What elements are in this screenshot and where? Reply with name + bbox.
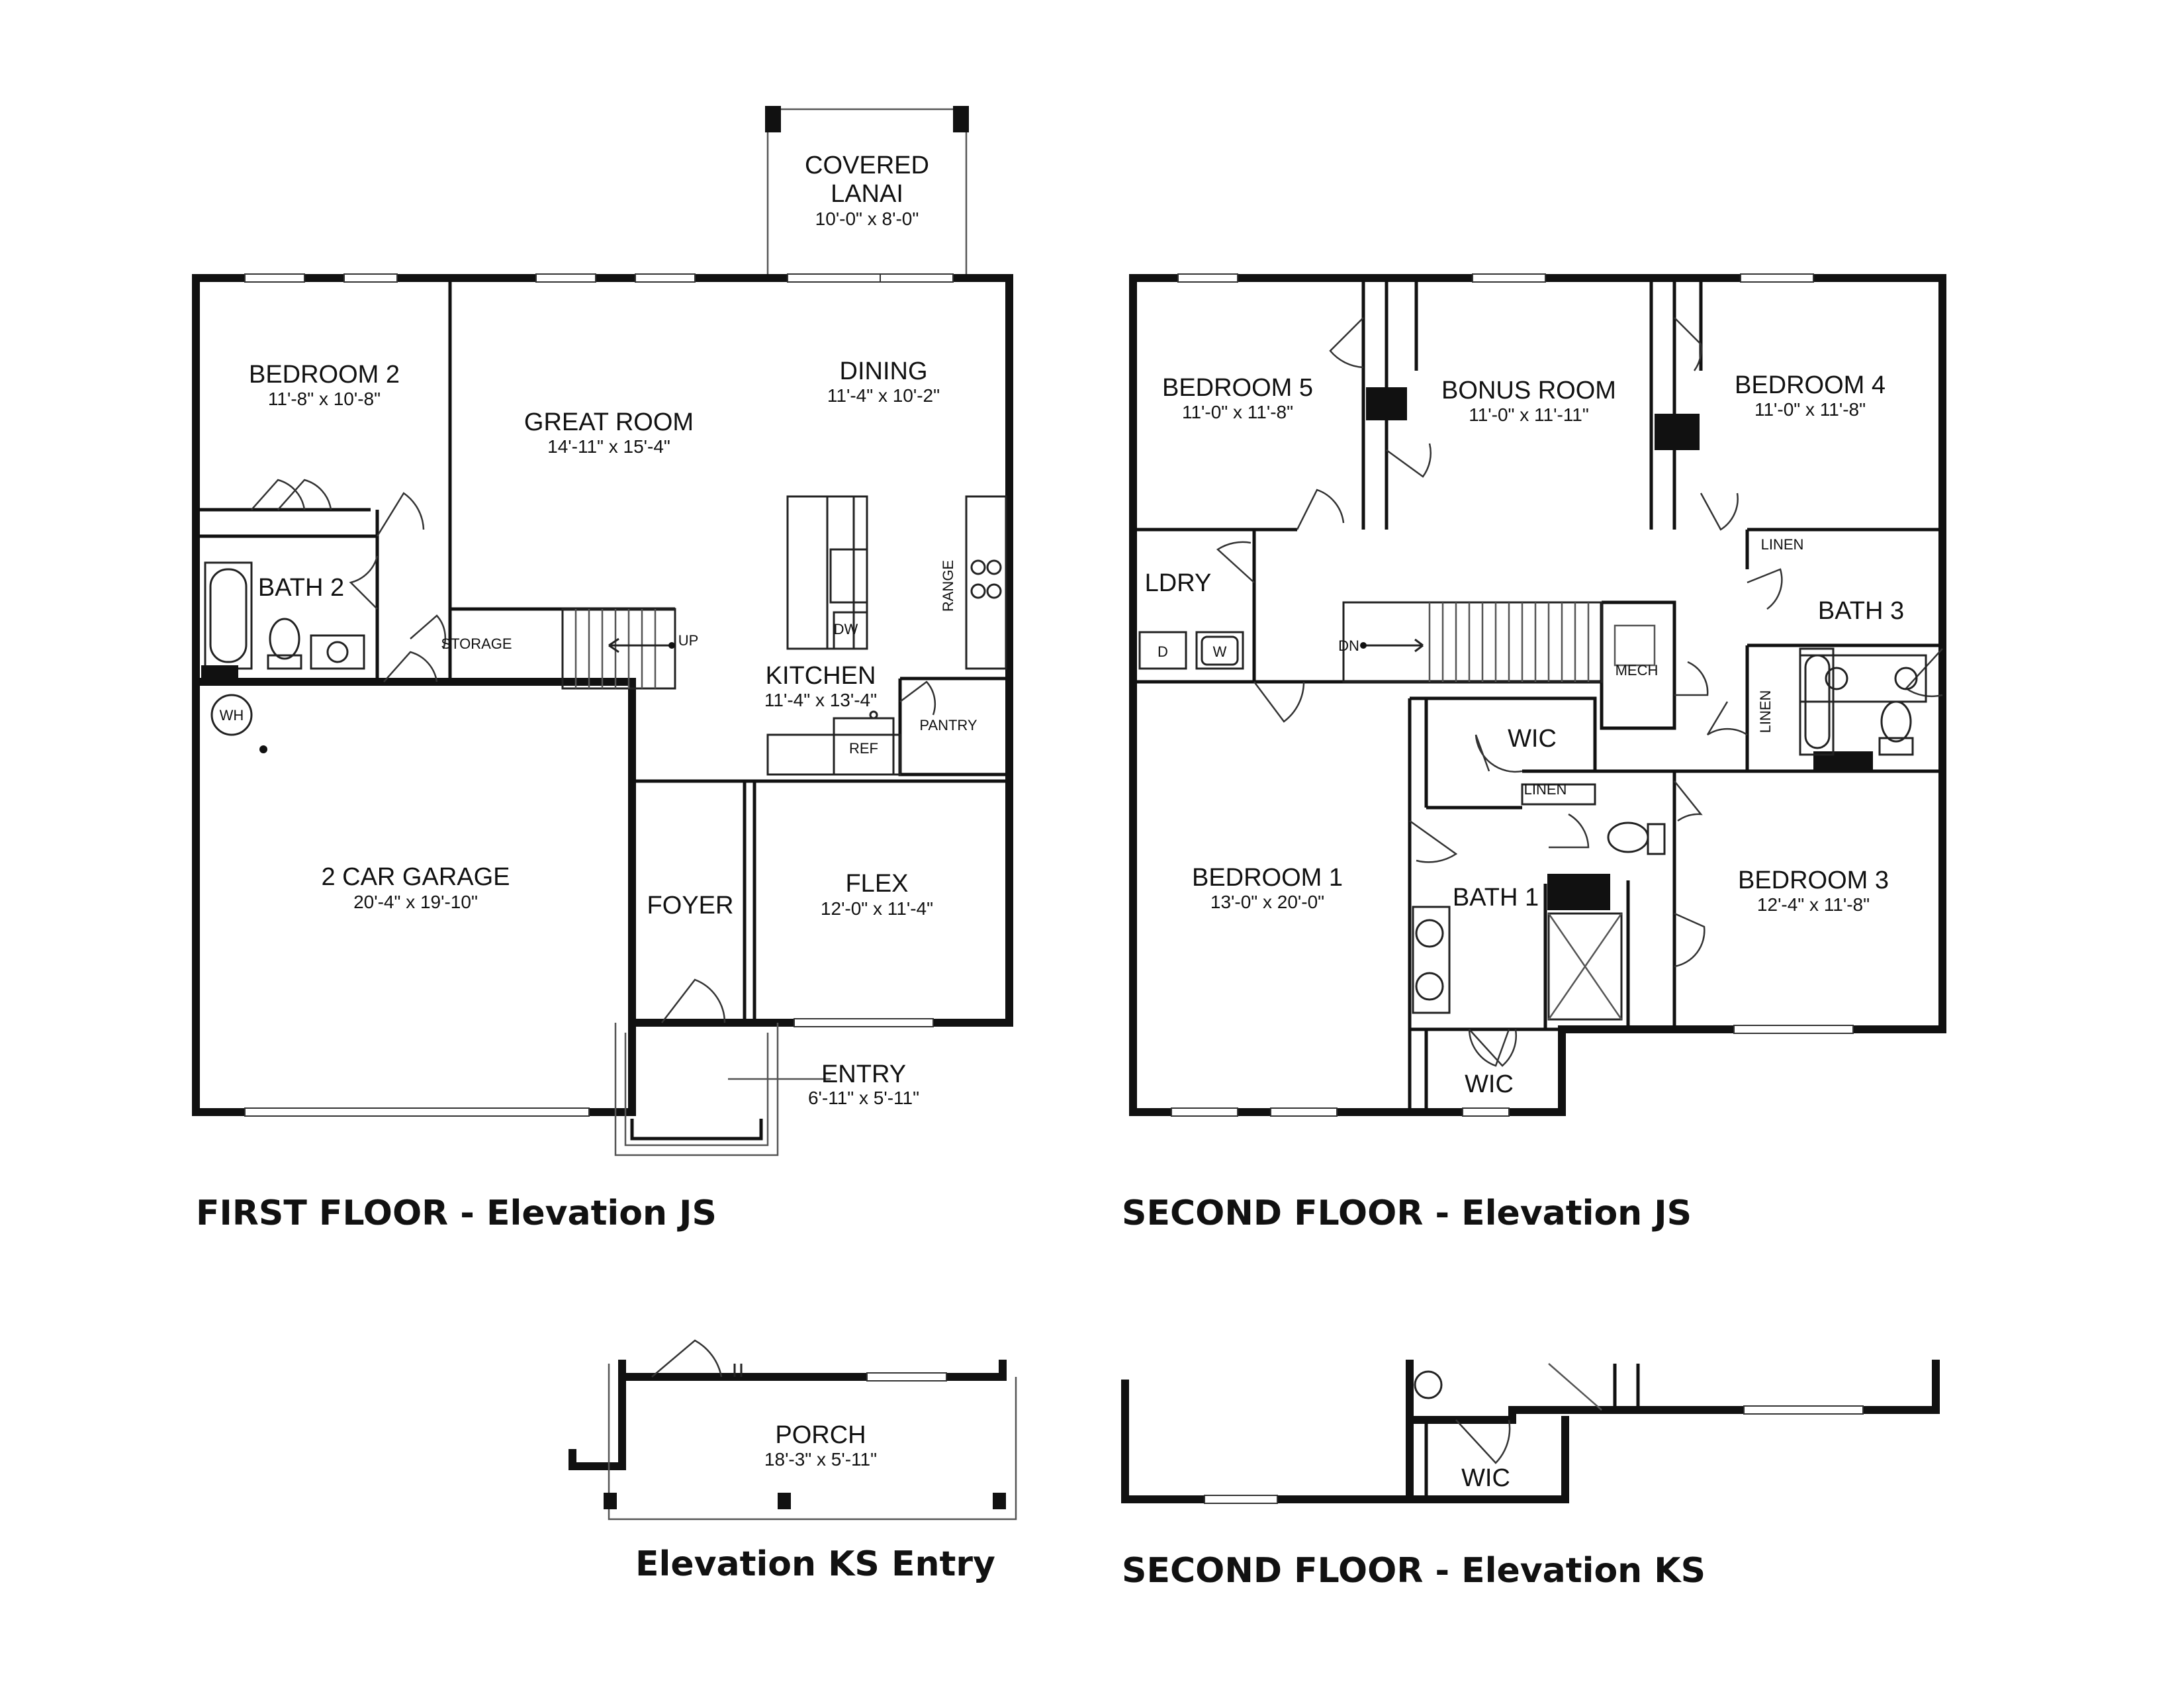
label-dryer: D [1158,643,1168,660]
room-dim-bedroom-2: 11'-8" x 10'-8" [268,389,381,409]
title-second-floor-ks: SECOND FLOOR - Elevation KS [1122,1551,1706,1591]
room-name-flex: FLEX [845,870,908,898]
second-floor-labels: BEDROOM 5 11'-0" x 11'-8" BONUS ROOM 11'… [1145,371,1904,1098]
room-dim-garage: 20'-4" x 19'-10" [353,892,478,912]
label-pantry: PANTRY [919,717,978,733]
room-dim-flex: 12'-0" x 11'-4" [821,898,933,919]
room-name-great-room: GREAT ROOM [524,408,694,436]
ks-entry-plan: PORCH 18'-3" x 5'-11" [569,1339,1017,1521]
room-name-porch: PORCH [775,1421,866,1449]
room-name-covered-lanai-1: COVERED [805,152,929,179]
covered-lanai-outline [765,106,969,278]
second-floor-stairs [1342,601,1603,683]
room-dim-bonus-room: 11'-0" x 11'-11" [1469,404,1589,425]
title-first-floor-js: FIRST FLOOR - Elevation JS [196,1194,717,1233]
label-linen-top: LINEN [1761,536,1804,553]
label-ref: REF [849,740,878,757]
room-name-kitchen: KITCHEN [766,662,876,690]
second-floor-solid-blocks [1366,387,1873,910]
room-name-garage: 2 CAR GARAGE [321,863,510,891]
bath-2-fixtures [201,561,365,682]
room-name-dining: DINING [840,357,928,385]
kitchen-fixtures [766,495,1007,776]
room-name-bedroom-3: BEDROOM 3 [1738,867,1889,894]
first-floor-doors [251,479,936,1023]
first-floor-interior-walls [196,278,1009,1023]
title-ks-entry: Elevation KS Entry [635,1544,995,1584]
first-floor-stairs [561,608,676,690]
label-wh: WH [220,707,244,724]
room-name-ks-wic: WIC [1461,1464,1510,1492]
room-dim-covered-lanai: 10'-0" x 8'-0" [815,209,919,229]
room-dim-great-room: 14'-11" x 15'-4" [547,436,670,457]
ks-second-floor-plan: WIC [1121,1360,1940,1504]
second-floor-plan: BEDROOM 5 11'-0" x 11'-8" BONUS ROOM 11'… [1129,273,1946,1117]
second-floor-fixtures [1138,624,1927,1021]
room-name-bedroom-4: BEDROOM 4 [1735,371,1886,399]
room-dim-bedroom-3: 12'-4" x 11'-8" [1757,894,1870,915]
room-name-wic-upper: WIC [1508,725,1557,753]
second-floor-doors [1216,317,1943,1067]
label-range: RANGE [940,560,956,612]
room-name-bedroom-5: BEDROOM 5 [1162,374,1313,402]
room-name-bath-1: BATH 1 [1453,884,1539,912]
room-dim-bedroom-5: 11'-0" x 11'-8" [1182,402,1293,422]
room-name-bath-2: BATH 2 [258,574,344,602]
room-dim-porch: 18'-3" x 5'-11" [764,1449,877,1470]
room-name-entry: ENTRY [821,1060,906,1088]
room-dim-bedroom-1: 13'-0" x 20'-0" [1210,892,1324,912]
room-dim-bedroom-4: 11'-0" x 11'-8" [1754,399,1866,420]
label-mech: MECH [1615,662,1659,679]
room-name-covered-lanai-2: LANAI [831,180,903,208]
label-dw: DW [834,621,858,637]
entry-outline [614,1023,831,1156]
water-heater [210,694,267,753]
room-name-bedroom-2: BEDROOM 2 [249,361,400,389]
second-floor-windows [1171,273,1854,1117]
first-floor-labels: COVERED LANAI 10'-0" x 8'-0" BEDROOM 2 1… [220,152,978,1108]
room-dim-entry: 6'-11" x 5'-11" [808,1088,919,1108]
room-name-laundry: LDRY [1145,569,1212,597]
room-name-bonus-room: BONUS ROOM [1441,377,1616,404]
label-up: UP [678,632,699,649]
room-dim-kitchen: 11'-4" x 13'-4" [764,690,877,710]
first-floor-windows [244,273,954,1117]
room-name-bath-3: BATH 3 [1818,597,1904,625]
room-name-bedroom-1: BEDROOM 1 [1192,864,1343,892]
label-linen-wic: LINEN [1524,781,1567,798]
label-dn: DN [1338,637,1359,654]
label-washer: W [1213,643,1227,660]
room-dim-dining: 11'-4" x 10'-2" [827,385,940,406]
title-second-floor-js: SECOND FLOOR - Elevation JS [1122,1194,1692,1233]
label-storage: STORAGE [441,635,512,652]
first-floor-plan: COVERED LANAI 10'-0" x 8'-0" BEDROOM 2 1… [192,106,1013,1156]
room-name-wic-lower: WIC [1465,1070,1514,1098]
label-linen-side: LINEN [1757,690,1774,733]
room-name-foyer: FOYER [647,892,734,919]
